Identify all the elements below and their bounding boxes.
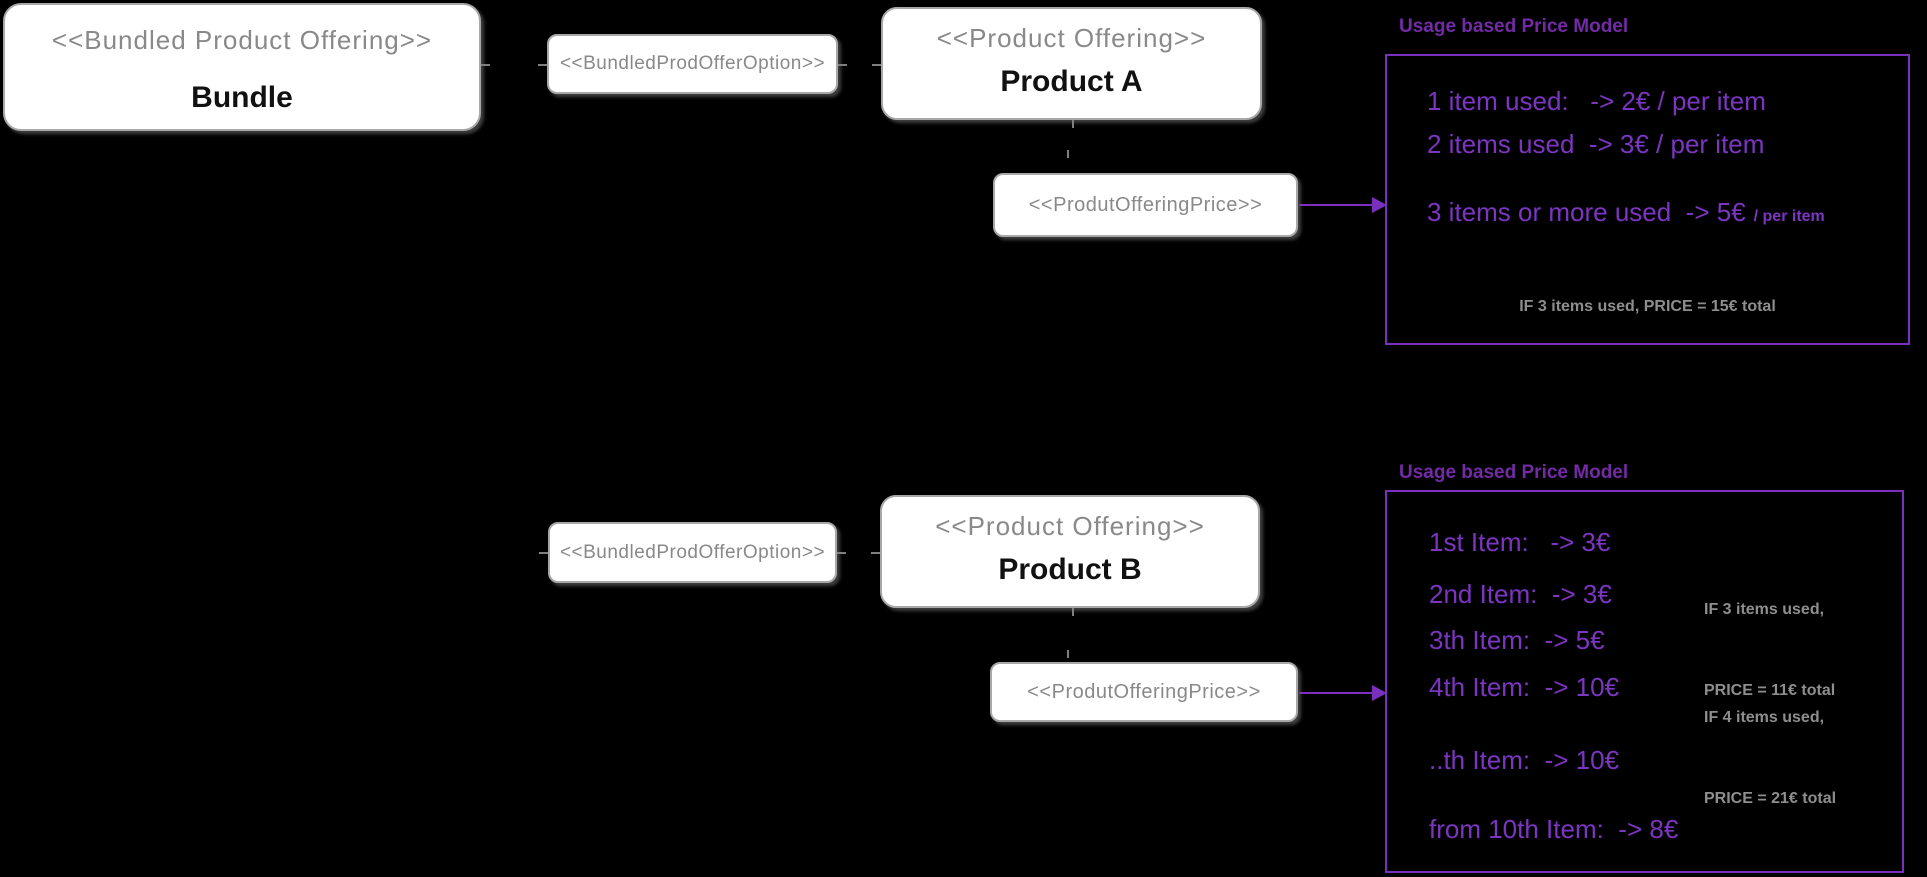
product-a-stereotype: <<Product Offering>> — [936, 23, 1207, 53]
connector-stub — [481, 64, 490, 66]
connector-stub — [837, 552, 846, 554]
arrowhead-right-icon — [1372, 685, 1387, 701]
connector-stub — [1067, 150, 1069, 158]
product-b-name: Product B — [998, 553, 1142, 586]
price-item-2: 2nd Item: -> 3€ — [1429, 579, 1612, 609]
usage-price-model-top-box: 1 item used: -> 2€ / per item 2 items us… — [1385, 54, 1910, 345]
bundled-prod-offer-option-bottom-label: <<BundledProdOfferOption>> — [559, 541, 826, 563]
connector-stub — [539, 552, 548, 554]
connector-stub — [1072, 608, 1074, 616]
price-note-top: IF 3 items used, PRICE = 15€ total — [1519, 298, 1776, 315]
price-item-nth: ..th Item: -> 10€ — [1429, 745, 1620, 775]
price-note-2-line2: PRICE = 21€ total — [1704, 790, 1837, 807]
price-item-4: 4th Item: -> 10€ — [1429, 672, 1620, 702]
bundled-prod-offer-option-top-label: <<BundledProdOfferOption>> — [559, 53, 826, 74]
price-association-arrow-bottom — [1299, 692, 1375, 694]
arrowhead-right-icon — [1372, 197, 1387, 213]
connector-stub — [1067, 650, 1069, 658]
price-item-from-10th: from 10th Item: -> 8€ — [1429, 814, 1679, 844]
produt-offering-price-bottom-node: <<ProdutOfferingPrice>> — [990, 662, 1298, 722]
price-line-3: 3 items or more used -> 5€ / per item — [1427, 195, 1825, 234]
connector-stub — [872, 64, 881, 66]
produt-offering-price-top-node: <<ProdutOfferingPrice>> — [993, 173, 1298, 237]
price-note-1: IF 3 items used, PRICE = 11€ total — [1704, 542, 1835, 758]
price-association-arrow-top — [1299, 204, 1375, 206]
price-note-2-line1: IF 4 items used, — [1704, 709, 1825, 726]
usage-price-model-bottom-box: 1st Item: -> 3€ 2nd Item: -> 3€ 3th Item… — [1385, 490, 1904, 873]
connector-stub — [871, 552, 880, 554]
price-item-3: 3th Item: -> 5€ — [1429, 625, 1605, 655]
connector-stub — [1072, 120, 1074, 128]
price-line-3-suffix: / per item — [1753, 208, 1825, 225]
connector-stub — [538, 64, 547, 66]
price-line-3-main: 3 items or more used -> 5€ — [1427, 197, 1746, 227]
price-note-1-line1: IF 3 items used, — [1704, 601, 1825, 618]
bundled-prod-offer-option-bottom-node: <<BundledProdOfferOption>> — [548, 522, 837, 583]
produt-offering-price-top-label: <<ProdutOfferingPrice>> — [1028, 193, 1263, 216]
bundle-stereotype: <<Bundled Product Offering>> — [51, 25, 433, 55]
usage-price-model-top-title: Usage based Price Model — [1399, 16, 1629, 37]
usage-price-model-bottom-title: Usage based Price Model — [1399, 462, 1629, 483]
produt-offering-price-bottom-label: <<ProdutOfferingPrice>> — [1027, 680, 1261, 703]
bundled-prod-offer-option-top-node: <<BundledProdOfferOption>> — [547, 34, 838, 94]
bundle-node: <<Bundled Product Offering>> Bundle — [3, 3, 481, 131]
product-b-node: <<Product Offering>> Product B — [880, 495, 1260, 608]
price-line-1: 1 item used: -> 2€ / per item — [1427, 86, 1766, 116]
connector-stub — [838, 64, 847, 66]
product-a-node: <<Product Offering>> Product A — [881, 7, 1262, 120]
price-item-1: 1st Item: -> 3€ — [1429, 527, 1611, 557]
product-b-stereotype: <<Product Offering>> — [935, 511, 1205, 541]
price-line-2: 2 items used -> 3€ / per item — [1427, 129, 1765, 159]
product-a-name: Product A — [1000, 65, 1143, 98]
price-note-2: IF 4 items used, PRICE = 21€ total — [1704, 650, 1836, 866]
price-note-1-line2: PRICE = 11€ total — [1704, 682, 1836, 699]
bundle-name: Bundle — [191, 81, 293, 114]
